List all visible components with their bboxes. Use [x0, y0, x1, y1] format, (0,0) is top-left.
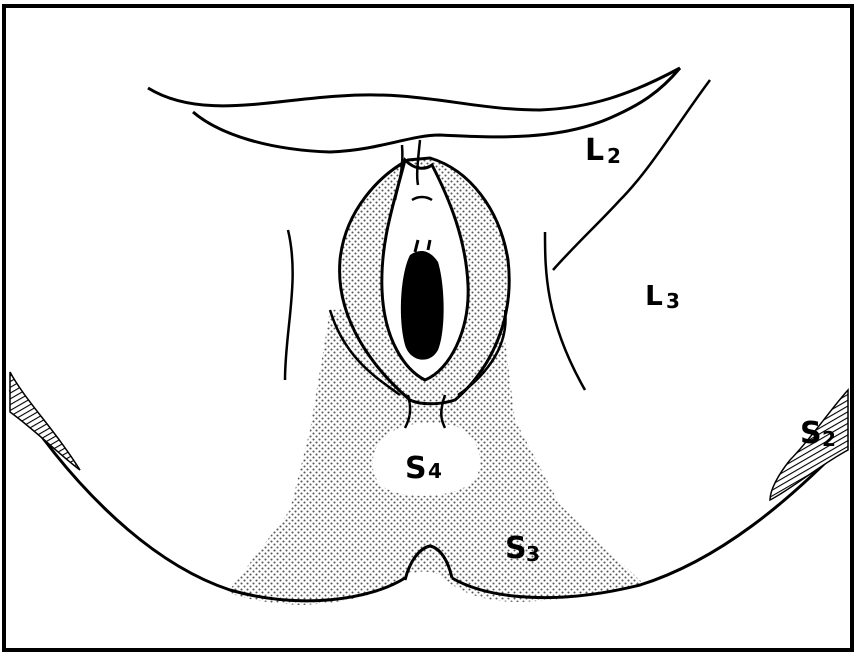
label-s4-number: 4 — [428, 459, 442, 483]
label-l2-letter: L — [585, 133, 604, 168]
mons-pubis-upper — [148, 68, 680, 110]
label-s3-letter: S — [505, 531, 527, 566]
label-s2-number: 2 — [822, 427, 836, 451]
mons-pubis-lower — [193, 68, 680, 152]
label-s4-letter: S — [405, 451, 427, 486]
label-s3-number: 3 — [526, 542, 540, 566]
label-l3-number: 3 — [666, 289, 680, 313]
region-s2-hatch-left — [10, 372, 80, 470]
label-l3-letter: L — [645, 279, 663, 312]
label-l2-number: 2 — [607, 144, 621, 168]
label-l3: L 3 — [645, 279, 680, 313]
label-s2-letter: S — [800, 416, 822, 451]
label-l2: L 2 — [585, 133, 621, 168]
vaginal-opening — [401, 251, 444, 360]
left-thigh-line — [285, 230, 293, 380]
